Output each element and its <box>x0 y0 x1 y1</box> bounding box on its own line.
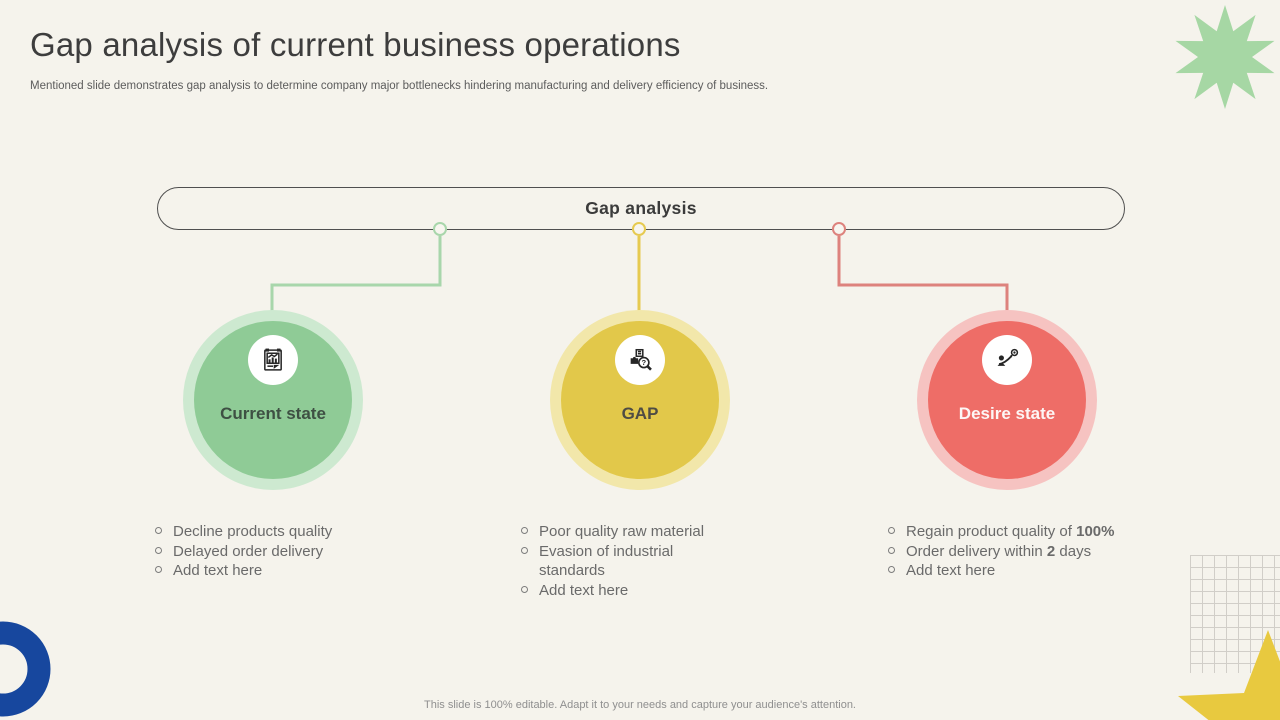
gap-analysis-header-label: Gap analysis <box>585 198 697 218</box>
starburst-icon <box>1175 5 1275 109</box>
connector-node <box>433 222 447 236</box>
list-item-text: Regain product quality of 100% <box>906 523 1115 540</box>
icon-badge: ? <box>615 335 665 385</box>
list-item: Regain product quality of 100% <box>888 522 1120 542</box>
list-item-text: Add text here <box>539 581 629 599</box>
list-item: Evasion of industrial standards <box>521 542 731 581</box>
connector-current-state <box>270 236 442 314</box>
bullet-icon <box>888 546 895 554</box>
list-item-text: Delayed order delivery <box>173 542 324 560</box>
icon-badge <box>982 335 1032 385</box>
circle-label: Desire state <box>958 404 1056 423</box>
bullet-icon <box>521 527 528 534</box>
circle-label: GAP <box>621 404 659 423</box>
desire-state-circle[interactable]: Desire state <box>917 310 1097 490</box>
bullet-icon <box>155 566 162 573</box>
list-item-text: Poor quality raw material <box>539 523 705 540</box>
gap-circle[interactable]: ? GAP <box>550 310 730 490</box>
list-item: Order delivery within 2 days <box>888 542 1120 562</box>
bullet-icon <box>888 527 895 534</box>
grid-pattern-decoration <box>1190 555 1280 673</box>
page-subtitle[interactable]: Mentioned slide demonstrates gap analysi… <box>30 80 769 92</box>
list-item: Add text here <box>888 561 1120 581</box>
bullet-icon <box>155 527 162 534</box>
growth-target-icon <box>997 348 1019 366</box>
current-state-circle[interactable]: Current state <box>183 310 363 490</box>
desire-state-list[interactable]: Regain product quality of 100% Order deli… <box>888 522 1120 581</box>
ring-shape-decoration <box>0 621 51 717</box>
connector-node <box>632 222 646 236</box>
slide-footer-note: This slide is 100% editable. Adapt it to… <box>424 699 856 711</box>
list-item: Poor quality raw material <box>521 522 731 542</box>
list-item: Decline products quality <box>155 522 355 542</box>
bullet-icon <box>521 546 528 554</box>
gap-search-icon: ? <box>630 348 652 371</box>
page-title[interactable]: Gap analysis of current business operati… <box>30 26 681 63</box>
list-item: Add text here <box>155 561 355 581</box>
list-item-text: Add text here <box>906 562 996 579</box>
list-item: Delayed order delivery <box>155 542 355 562</box>
chart-document-icon <box>264 348 282 371</box>
icon-badge <box>248 335 298 385</box>
list-item-text: Evasion of industrial standards <box>539 542 674 580</box>
list-item-text: Add text here <box>173 562 263 579</box>
circle-label: Current state <box>220 404 326 423</box>
bullet-icon <box>521 585 528 593</box>
connector-desire-state <box>837 236 1009 314</box>
bullet-icon <box>155 546 162 554</box>
list-item: Add text here <box>521 581 731 601</box>
list-item-text: Decline products quality <box>173 523 333 540</box>
list-item-text: Order delivery within 2 days <box>906 542 1092 560</box>
connector-node <box>832 222 846 236</box>
bullet-icon <box>888 566 895 573</box>
svg-text:?: ? <box>642 358 647 367</box>
